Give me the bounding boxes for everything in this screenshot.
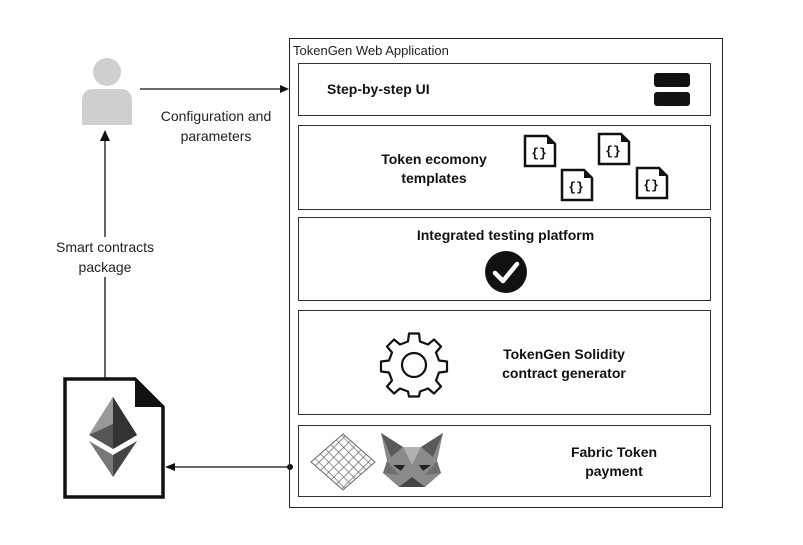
package-label: Smart contracts package	[30, 237, 180, 277]
tokengen-app-frame	[289, 38, 723, 508]
fabric-mesh-icon	[309, 432, 377, 492]
testing-panel: Integrated testing platform	[298, 217, 711, 301]
template-file-icon: {}	[635, 166, 669, 200]
gear-icon	[379, 331, 449, 399]
config-arrow	[140, 83, 290, 95]
svg-text:{}: {}	[643, 178, 659, 193]
template-file-icon: {}	[523, 134, 557, 168]
fox-icon	[379, 431, 445, 491]
menu-icon	[654, 73, 690, 107]
step-ui-panel: Step-by-step UI	[298, 63, 711, 116]
step-ui-title: Step-by-step UI	[327, 81, 430, 97]
config-label: Configuration and parameters	[160, 108, 272, 144]
payment-title: Fabric Token payment	[570, 444, 658, 479]
payment-arrow	[165, 461, 295, 473]
checkmark-icon	[484, 250, 528, 294]
ethereum-document-icon	[63, 377, 165, 499]
svg-text:{}: {}	[568, 180, 584, 195]
payment-panel: Fabric Token payment	[298, 425, 711, 497]
template-file-icon: {}	[560, 168, 594, 202]
templates-panel: Token ecomony templates {} {} {} {}	[298, 125, 711, 210]
testing-title: Integrated testing platform	[416, 227, 595, 243]
svg-text:{}: {}	[531, 146, 547, 161]
templates-title: Token ecomony templates	[381, 151, 487, 186]
app-title: TokenGen Web Application	[293, 43, 449, 58]
template-file-icon: {}	[597, 132, 631, 166]
generator-title: TokenGen Solidity contract generator	[502, 346, 626, 381]
generator-panel: TokenGen Solidity contract generator	[298, 310, 711, 415]
svg-text:{}: {}	[605, 144, 621, 159]
user-icon	[78, 55, 136, 127]
